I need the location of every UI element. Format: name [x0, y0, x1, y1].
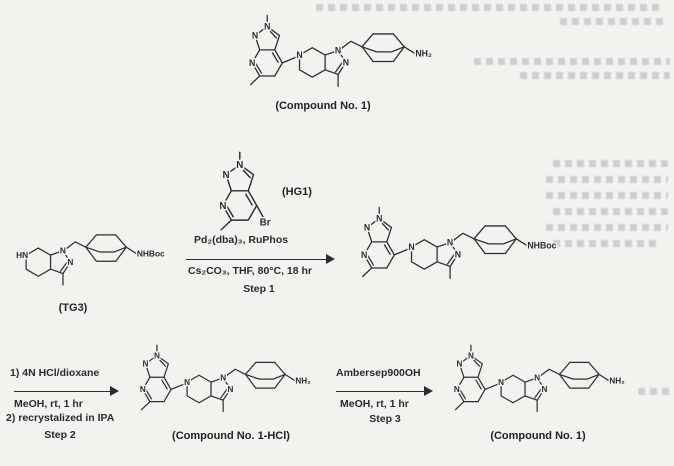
step1-label: Step 1: [243, 283, 275, 295]
atom-label-n: N: [184, 378, 190, 387]
step2-condition-3: 2) recrystalized in IPA: [6, 412, 115, 424]
compound-1-top-label: (Compound No. 1): [275, 100, 371, 112]
atom-label-n: N: [264, 22, 270, 32]
atom-label-n: N: [408, 242, 414, 252]
atom-label-n: N: [468, 351, 474, 360]
step2-reaction-arrow: [14, 386, 119, 397]
atom-label-n: N: [220, 374, 226, 383]
atom-label-nh2: NH₂: [295, 376, 311, 385]
atom-label-n: N: [447, 237, 453, 247]
atom-label-n: N: [140, 385, 146, 394]
bleed-through-artifact: [546, 176, 668, 183]
bleed-through-artifact: [560, 18, 664, 25]
step2-condition-2: MeOH, rt, 1 hr: [14, 398, 83, 410]
atom-label-n: N: [252, 30, 258, 40]
atom-label-nhboc: NHBoc: [527, 240, 556, 250]
hg1-structure: N N N Br: [218, 151, 272, 231]
atom-label-n: N: [249, 58, 255, 68]
step3-condition-2: MeOH, rt, 1 hr: [340, 398, 409, 410]
ring-system-lines: [363, 208, 527, 279]
atom-label-n: N: [228, 385, 234, 394]
step2-label: Step 2: [44, 429, 76, 441]
atom-label-n: N: [335, 45, 341, 55]
atom-label-n: N: [67, 257, 73, 267]
tg3-structure: HN N N NHBoc: [15, 234, 166, 286]
compound-1-bottom-label: (Compound No. 1): [490, 430, 586, 442]
atom-label-n: N: [498, 378, 504, 387]
atom-label-n: N: [454, 385, 460, 394]
ring-system-lines: [455, 345, 608, 411]
ring-system-lines: [25, 234, 137, 286]
compound-1-structure-bottom: N N N N N N NH₂: [453, 340, 626, 426]
bleed-through-artifact: [474, 58, 670, 65]
bleed-through-artifact: [316, 4, 664, 11]
tg3-label: (TG3): [58, 302, 88, 314]
compound-1-hcl-label: (Compound No. 1-HCl): [172, 430, 290, 442]
atom-label-n: N: [455, 249, 461, 259]
step1-reaction-arrow: [186, 254, 335, 265]
bleed-through-artifact: [638, 388, 672, 395]
atom-label-n: N: [534, 374, 540, 383]
atom-label-nh2: NH₂: [415, 48, 432, 58]
atom-label-n: N: [296, 50, 302, 60]
step1-conditions-above: Pd₂(dba)₃, RuPhos: [194, 234, 289, 246]
atom-label-n: N: [376, 214, 382, 224]
atom-label-br: Br: [260, 218, 271, 229]
ring-system-lines: [141, 345, 294, 411]
atom-label-nhboc: NHBoc: [137, 248, 165, 258]
atom-label-n: N: [364, 222, 370, 232]
c-br-bond: [256, 204, 264, 218]
atom-label-hn: HN: [16, 250, 28, 260]
bleed-through-artifact: [546, 192, 668, 199]
atom-label-n: N: [361, 250, 367, 260]
step3-condition-1: Ambersep900OH: [336, 367, 421, 379]
atom-label-n: N: [236, 160, 243, 171]
step3-label: Step 3: [369, 413, 401, 425]
atom-label-n: N: [343, 57, 349, 67]
compound-1-hcl-structure: N N N N N N NH₂: [139, 340, 312, 426]
atom-label-n: N: [542, 385, 548, 394]
atom-label-n: N: [60, 246, 66, 256]
hg1-label: (HG1): [282, 186, 312, 198]
ring-system-lines: [251, 16, 415, 87]
atom-label-n: N: [219, 201, 226, 212]
bleed-through-artifact: [520, 72, 670, 79]
atom-label-n: N: [223, 170, 230, 181]
bleed-through-artifact: [553, 240, 661, 247]
compound-1-structure-top: N N N N N N NH₂: [248, 10, 433, 102]
step3-reaction-arrow: [336, 386, 433, 397]
step1-conditions-below: Cs₂CO₃, THF, 80°C, 18 hr: [188, 265, 313, 277]
atom-label-n: N: [143, 360, 149, 369]
bleed-through-artifact: [546, 224, 668, 231]
atom-label-nh2: NH₂: [609, 376, 625, 385]
atom-label-n: N: [457, 360, 463, 369]
step1-product-structure: N N N N N N NHBoc: [360, 202, 558, 294]
bleed-through-artifact: [553, 208, 668, 215]
step2-condition-1: 1) 4N HCl/dioxane: [10, 367, 100, 379]
atom-label-n: N: [154, 351, 160, 360]
bleed-through-artifact: [553, 160, 668, 167]
